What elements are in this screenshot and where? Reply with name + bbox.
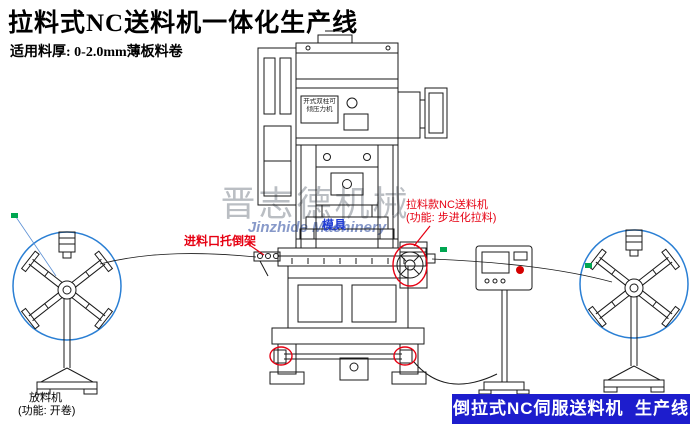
feeder-dial xyxy=(396,251,424,279)
press-pump-box xyxy=(339,357,369,381)
pendant-base xyxy=(483,381,525,391)
inlet-leader-line xyxy=(247,243,265,256)
pendant-box xyxy=(475,245,533,291)
page-title: 拉料式NC送料机一体化生产线 xyxy=(8,10,359,37)
decoiler-label-name: 放料机 xyxy=(29,392,62,404)
decoiler-label-function: (功能: 开卷) xyxy=(18,405,76,417)
press-nameplate-text: 开式双柱可倾压力机 xyxy=(303,98,336,113)
die-upper-plate xyxy=(305,216,389,230)
press-crown xyxy=(295,42,399,89)
pendant-cable xyxy=(413,361,498,385)
control-pendant xyxy=(475,245,533,395)
feeder-leader-line xyxy=(413,225,431,247)
decoiler-right xyxy=(579,229,689,393)
feeder-annotation: 拉料款NC送料机 (功能: 步进化拉料) xyxy=(406,199,496,225)
green-mark-right xyxy=(585,263,592,268)
annotation-marks xyxy=(11,213,592,366)
material-strip xyxy=(99,253,613,283)
press-right-column xyxy=(377,144,399,249)
watermark-english: Jinzhide Machinery xyxy=(247,219,387,236)
pendant-emergency-button xyxy=(516,266,524,274)
feeder-highlight-circle xyxy=(392,243,428,287)
transfer-bar-right-end xyxy=(399,349,413,364)
transfer-bar-left-end xyxy=(273,349,287,364)
press-lower-body xyxy=(287,265,409,329)
bottom-banner: 倒拉式NC伺服送料机 生产线 xyxy=(452,394,690,424)
inlet-support-label: 进料口托倒架 xyxy=(184,234,257,248)
green-mark-left xyxy=(11,213,18,218)
nc-feeder-unit xyxy=(396,241,436,289)
press-nameplate xyxy=(300,95,339,124)
press-flywheel-housing xyxy=(397,91,421,139)
press-base xyxy=(271,327,425,345)
pendant-screen xyxy=(481,251,510,274)
green-mark-feeder xyxy=(440,247,447,252)
decoiler-leader-line xyxy=(15,216,57,277)
press-machine xyxy=(253,30,498,385)
inlet-support-bracket xyxy=(253,251,281,262)
right-end-highlight-circle xyxy=(393,346,417,366)
feeder-annotation-name: 拉料款NC送料机 xyxy=(406,199,488,211)
press-left-column xyxy=(295,144,317,249)
decoiler-left xyxy=(12,231,122,395)
left-end-highlight-circle xyxy=(269,346,293,366)
mold-label: 模具 xyxy=(322,218,347,232)
page-subtitle: 适用料厚: 0-2.0mm薄板料卷 xyxy=(10,45,183,60)
feeder-annotation-function: (功能: 步进化拉料) xyxy=(406,212,497,224)
